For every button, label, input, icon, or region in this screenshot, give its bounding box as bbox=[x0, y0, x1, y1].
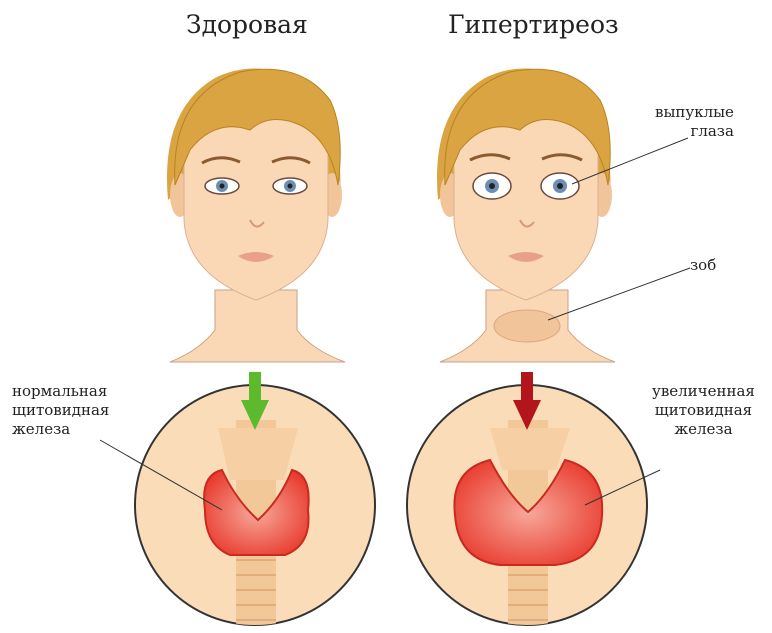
goiter-swelling bbox=[494, 310, 560, 342]
label-goiter: зоб bbox=[690, 256, 716, 275]
label-enlarged-gland-line3: железа bbox=[652, 420, 755, 439]
hyper-head bbox=[454, 108, 598, 300]
label-enlarged-gland-line1: увеличенная bbox=[652, 382, 755, 401]
label-normal-gland-line1: нормальная bbox=[12, 382, 109, 401]
label-bulging-eyes-line1: выпуклые bbox=[655, 103, 734, 122]
label-bulging-eyes: выпуклые глаза bbox=[655, 103, 734, 141]
healthy-head bbox=[184, 108, 328, 300]
healthy-face bbox=[167, 68, 345, 362]
label-enlarged-gland: увеличенная щитовидная железа bbox=[652, 382, 755, 439]
healthy-neck bbox=[170, 290, 345, 362]
label-normal-gland-line3: железа bbox=[12, 420, 109, 439]
hyper-face bbox=[437, 68, 615, 362]
label-normal-gland-line2: щитовидная bbox=[12, 401, 109, 420]
label-bulging-eyes-line2: глаза bbox=[655, 122, 734, 141]
label-normal-gland: нормальная щитовидная железа bbox=[12, 382, 109, 439]
label-enlarged-gland-line2: щитовидная bbox=[652, 401, 755, 420]
